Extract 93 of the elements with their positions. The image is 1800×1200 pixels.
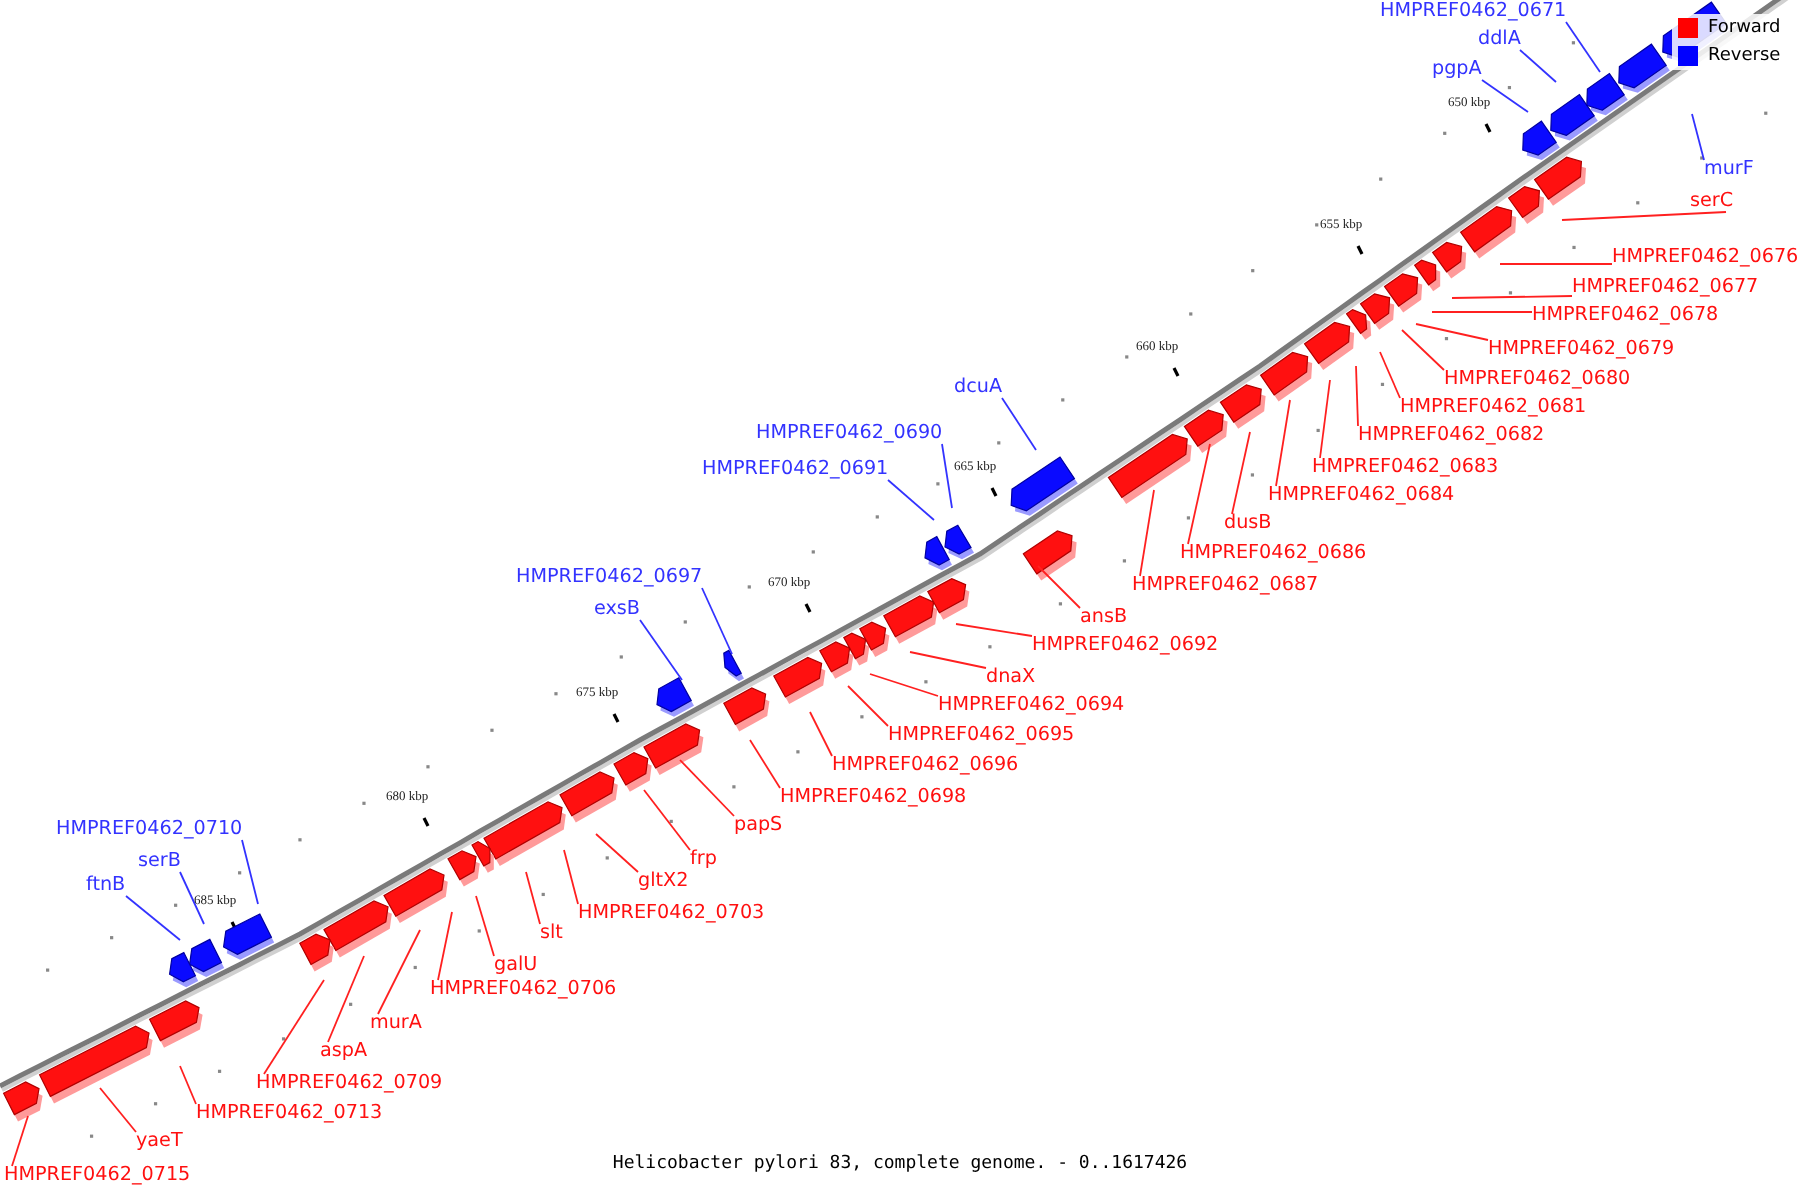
gene-label: papS (734, 814, 783, 838)
leader-line (749, 739, 781, 789)
leader-line (869, 673, 939, 697)
leader-line (639, 619, 683, 681)
gene-label: yaeT (136, 1130, 183, 1154)
gene-label: ftnB (86, 874, 126, 898)
gene-label: ansB (1080, 606, 1128, 630)
caption: Helicobacter pylori 83, complete genome. - 0..1617426 (610, 1154, 1190, 1174)
gene-label: HMPREF0462_0690 (756, 422, 943, 446)
gene-label: serB (138, 850, 181, 874)
leader-line (1561, 211, 1727, 221)
legend-label: Reverse (1708, 46, 1781, 66)
gene-label: murF (1704, 158, 1754, 182)
leader-line (1355, 365, 1359, 427)
gene-label: ddlA (1478, 28, 1521, 52)
leader-line (1231, 431, 1251, 515)
gene-label: HMPREF0462_0709 (256, 1072, 443, 1096)
leader-line (1401, 329, 1445, 371)
gene-label: aspA (320, 1040, 368, 1064)
leader-line (595, 833, 639, 873)
gene-label: HMPREF0462_0691 (702, 458, 889, 482)
gene-label: HMPREF0462_0682 (1358, 424, 1545, 448)
gene-label: HMPREF0462_0703 (578, 902, 765, 926)
legend-label: Forward (1708, 18, 1781, 38)
gene-label: HMPREF0462_0681 (1400, 396, 1587, 420)
gene-label: HMPREF0462_0680 (1444, 368, 1631, 392)
leader-line (1275, 399, 1291, 487)
leader-line (643, 789, 691, 851)
gene-label: HMPREF0462_0713 (196, 1102, 383, 1126)
gene-label: HMPREF0462_0676 (1612, 246, 1799, 270)
leader-line (437, 911, 453, 981)
gene-label: HMPREF0462_0698 (780, 786, 967, 810)
gene-label: HMPREF0462_0684 (1268, 484, 1455, 508)
gene-label: HMPREF0462_0706 (430, 978, 617, 1002)
leader-line (1481, 79, 1529, 113)
gene-label: serC (1690, 190, 1734, 214)
leader-line (1319, 379, 1331, 459)
leader-line (1187, 443, 1211, 545)
leader-line (955, 623, 1033, 637)
leader-line (327, 955, 365, 1043)
leader-line (1379, 351, 1401, 399)
leader-line (179, 871, 205, 925)
leader-line (941, 443, 953, 509)
leader-line (11, 1115, 29, 1167)
leader-line (241, 839, 259, 905)
leader-line (1451, 295, 1573, 299)
leader-line (1519, 49, 1557, 83)
gene-label: slt (540, 922, 563, 946)
gene-label: HMPREF0462_0694 (938, 694, 1125, 718)
gene-label: HMPREF0462_0671 (1380, 0, 1567, 24)
gene-label: exsB (594, 598, 640, 622)
gene-label: dusB (1224, 512, 1272, 536)
gene-label: HMPREF0462_0683 (1312, 456, 1499, 480)
gene-label: HMPREF0462_0695 (888, 724, 1075, 748)
gene-label: HMPREF0462_0686 (1180, 542, 1367, 566)
leader-line (563, 849, 579, 905)
gene-label: dnaX (986, 666, 1036, 690)
leader-line (809, 711, 833, 757)
gene-label: dcuA (954, 376, 1003, 400)
leader-line (125, 895, 181, 941)
leader-line (679, 759, 735, 817)
gene-label: HMPREF0462_0692 (1032, 634, 1219, 658)
leader-line (525, 871, 541, 925)
gene-label: gltX2 (638, 870, 689, 894)
gene-label: galU (494, 954, 538, 978)
leader-line (99, 1087, 137, 1133)
gene-label: HMPREF0462_0697 (516, 566, 703, 590)
gene-label: HMPREF0462_0696 (832, 754, 1019, 778)
gene-label: murA (370, 1012, 422, 1036)
leader-line (1001, 397, 1037, 451)
leader-line (377, 929, 421, 1015)
leader-line (263, 979, 325, 1075)
gene-label: frp (690, 848, 717, 872)
leader-line (475, 895, 495, 957)
leader-line (1565, 21, 1601, 73)
leader-line (1691, 113, 1705, 161)
leader-line (1037, 565, 1081, 609)
gene-label: HMPREF0462_0710 (56, 818, 243, 842)
gene-label: HMPREF0462_0679 (1488, 338, 1675, 362)
leader-line (887, 479, 935, 521)
leader-line (1499, 263, 1613, 265)
leader-line (1415, 323, 1489, 341)
leader-line (847, 685, 889, 727)
leader-line (179, 1065, 197, 1105)
gene-label: HMPREF0462_0678 (1532, 304, 1719, 328)
leader-line (1139, 489, 1155, 577)
gene-label: HMPREF0462_0687 (1132, 574, 1319, 598)
leader-line (701, 587, 733, 655)
gene-label: HMPREF0462_0677 (1572, 276, 1759, 300)
leader-line (1431, 311, 1533, 313)
gene-label: HMPREF0462_0715 (4, 1164, 191, 1188)
gene-label: pgpA (1432, 58, 1482, 82)
leader-line (909, 651, 987, 669)
